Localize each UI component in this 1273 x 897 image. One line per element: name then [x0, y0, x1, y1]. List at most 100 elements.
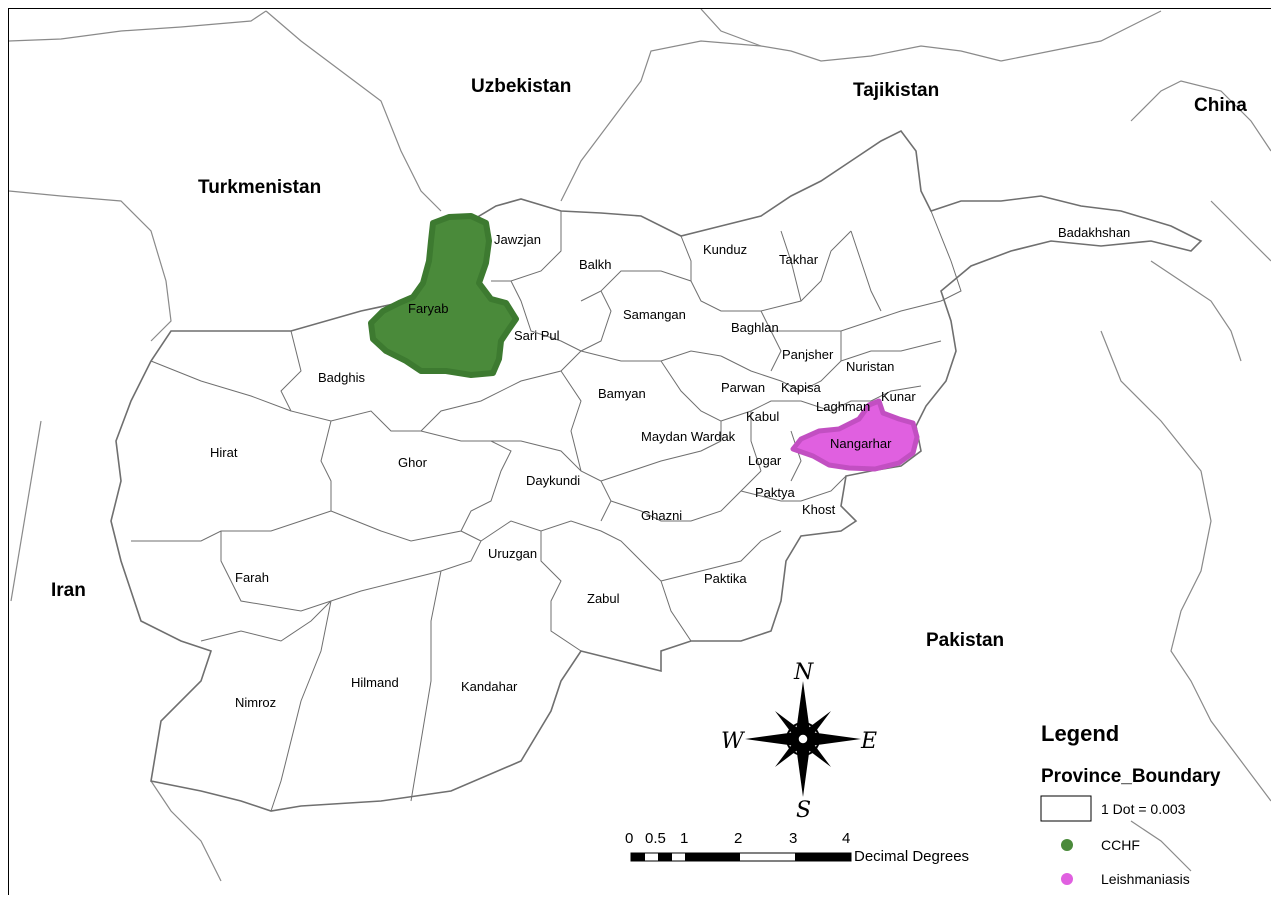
province-border-20: [720, 355, 842, 392]
compass-ne-point-icon: [803, 711, 831, 739]
border-china: [1130, 80, 1271, 152]
country-label-tajikistan: Tajikistan: [853, 80, 939, 101]
map-frame: Uzbekistan Tajikistan China Turkmenistan…: [8, 8, 1271, 895]
province-label-hirat: Hirat: [210, 445, 238, 460]
legend-layer-title: Province_Boundary: [1041, 766, 1221, 787]
faryab-cchf-area: [368, 213, 519, 378]
province-border-14: [660, 530, 782, 582]
border-iran-west: [10, 420, 42, 602]
province-label-kapisa: Kapisa: [781, 380, 822, 395]
province-border-15: [740, 475, 847, 502]
legend-cchf-dot-icon: [1061, 839, 1073, 851]
province-border-29: [760, 310, 782, 372]
province-label-khost: Khost: [802, 502, 836, 517]
province-border-3: [131, 420, 332, 542]
scale-bar: 0 0.5 1 2 3 4 Decimal Degrees: [625, 830, 969, 865]
compass-s-label: S: [796, 798, 811, 823]
province-label-uruzgan: Uruzgan: [488, 546, 537, 561]
province-label-daykundi: Daykundi: [526, 473, 580, 488]
legend-leishmaniasis-dot-icon: [1061, 873, 1073, 885]
province-label-maydan-wardak: Maydan Wardak: [641, 429, 736, 444]
compass-n-label: N: [793, 660, 814, 685]
compass-east-point-icon: [803, 732, 861, 746]
province-border-17: [560, 370, 582, 472]
legend: Legend Province_Boundary 1 Dot = 0.003 C…: [1040, 721, 1221, 887]
province-label-balkh: Balkh: [579, 257, 612, 272]
border-turkmenistan-west: [9, 190, 172, 342]
province-label-ghor: Ghor: [398, 455, 428, 470]
province-label-parwan: Parwan: [721, 380, 765, 395]
compass-e-label: E: [860, 729, 877, 754]
nangarhar-leishmaniasis-area: [790, 398, 920, 472]
legend-cchf-label: CCHF: [1101, 837, 1140, 853]
border-uzbek-tajik: [560, 40, 1002, 202]
province-label-laghman: Laghman: [816, 399, 870, 414]
province-label-bamyan: Bamyan: [598, 386, 646, 401]
border-pakistan-south: [1130, 820, 1192, 872]
country-borders: [9, 9, 1271, 882]
province-border-31: [491, 211, 562, 282]
scale-tick-3: 3: [789, 830, 797, 847]
province-border-9: [480, 520, 692, 642]
province-border-12: [600, 440, 722, 482]
scale-tick-2: 2: [734, 830, 742, 847]
compass-west-point-icon: [745, 732, 803, 746]
scale-tick-0: 0: [625, 830, 633, 847]
province-border-37: [870, 385, 922, 402]
compass-center-icon: [797, 733, 809, 745]
legend-province-swatch: [1040, 795, 1092, 822]
compass-south-point-icon: [796, 739, 810, 797]
border-turkmenistan-uzbek: [265, 10, 442, 212]
scale-tick-0-5: 0.5: [645, 830, 666, 847]
province-border-34: [780, 230, 802, 302]
province-border-19: [660, 360, 722, 441]
province-label-baghlan: Baghlan: [731, 320, 779, 335]
province-border-23: [790, 430, 802, 482]
scale-unit-label: Decimal Degrees: [854, 848, 969, 865]
legend-title: Legend: [1041, 721, 1119, 746]
province-border-32: [510, 280, 582, 352]
country-label-china: China: [1194, 95, 1247, 116]
border-uzbekistan-north: [9, 10, 267, 42]
country-label-uzbekistan: Uzbekistan: [471, 76, 571, 97]
province-border-6: [200, 600, 332, 642]
province-label-badghis: Badghis: [318, 370, 365, 385]
province-label-nimroz: Nimroz: [235, 695, 276, 710]
province-label-zabul: Zabul: [587, 591, 620, 606]
province-border-33: [580, 290, 612, 352]
province-label-paktya: Paktya: [755, 485, 796, 500]
province-label-logar: Logar: [748, 453, 782, 468]
province-label-farah: Farah: [235, 570, 269, 585]
border-north-top: [700, 9, 762, 47]
province-label-badakhshan: Badakhshan: [1058, 225, 1130, 240]
province-border-26: [821, 330, 842, 361]
compass-sw-point-icon: [775, 739, 803, 767]
country-label-turkmenistan: Turkmenistan: [198, 177, 321, 198]
province-label-ghazni: Ghazni: [641, 508, 682, 523]
province-border-2: [150, 360, 292, 412]
province-label-faryab: Faryab: [408, 301, 448, 316]
province-border-24: [840, 340, 942, 362]
province-border-1: [280, 330, 421, 432]
compass-nw-point-icon: [775, 711, 803, 739]
compass-se-point-icon: [803, 739, 831, 767]
scale-seg-1: [631, 853, 645, 861]
province-label-nuristan: Nuristan: [846, 359, 894, 374]
scale-seg-4: [795, 853, 851, 861]
compass-w-label: W: [721, 729, 746, 754]
province-label-jawzjan: Jawzjan: [494, 232, 541, 247]
province-border-4: [330, 430, 512, 542]
province-label-kunar: Kunar: [881, 389, 916, 404]
compass-north-point-icon: [796, 681, 810, 739]
province-border-25: [840, 300, 942, 332]
border-pakistan-north: [1150, 260, 1242, 362]
province-border-28: [690, 230, 852, 312]
scale-seg-2: [658, 853, 672, 861]
province-label-kandahar: Kandahar: [461, 679, 518, 694]
province-label-samangan: Samangan: [623, 307, 686, 322]
province-borders: [131, 210, 962, 812]
province-border-10: [540, 531, 582, 652]
province-border-16: [420, 350, 582, 432]
legend-dot-label: 1 Dot = 0.003: [1101, 801, 1186, 817]
province-label-sari-pul: Sari Pul: [514, 328, 560, 343]
